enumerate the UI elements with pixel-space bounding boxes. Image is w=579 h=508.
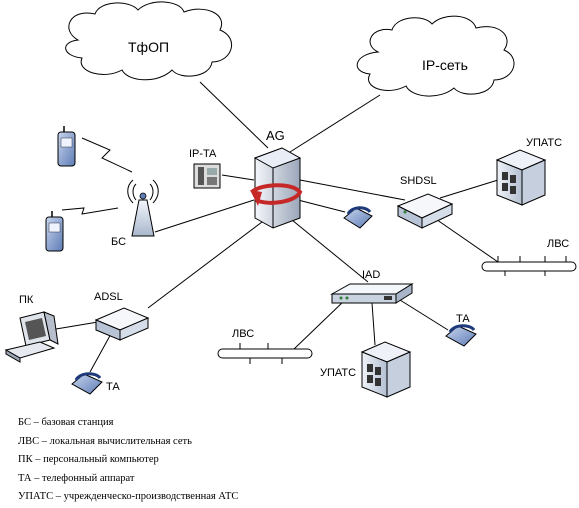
- lvs-left-label: ЛВС: [232, 328, 254, 340]
- legend-item: БС – базовая станция: [18, 414, 558, 433]
- mobile-phone-top: [57, 126, 76, 167]
- legend-abbr: УПАТС: [18, 491, 54, 502]
- cloud-tfop: [65, 1, 232, 81]
- upats-bottom-label: УПАТС: [320, 367, 356, 379]
- iad-label: IAD: [362, 269, 380, 281]
- link-ag-bs: [154, 199, 255, 233]
- ag-gateway: [250, 147, 303, 229]
- cloud-ip-label: IP-сеть: [422, 57, 468, 73]
- link-adsl-ta: [89, 331, 113, 373]
- personal-computer: [4, 311, 59, 363]
- legend-abbr: ЛВС: [18, 435, 40, 447]
- lvs-right-label: ЛВС: [547, 238, 569, 250]
- connections: [49, 81, 499, 373]
- pk-label: ПК: [19, 294, 34, 306]
- legend-text: телефонный аппарат: [41, 472, 135, 484]
- link-ag-iad: [291, 219, 369, 283]
- upats-top-pbx: [495, 149, 547, 206]
- link-ag-phone: [297, 199, 346, 213]
- ag-label: AG: [266, 128, 285, 143]
- ip-phone: [193, 163, 221, 189]
- legend-separator: –: [39, 435, 50, 447]
- legend-text: базовая станция: [41, 417, 114, 428]
- base-station-antenna: [127, 179, 159, 237]
- wireless-link-bottom: [61, 207, 119, 215]
- upats-bottom-pbx: [360, 341, 412, 398]
- legend-separator: –: [31, 472, 42, 484]
- legend-item: ЛВС – локальная вычислительная сеть: [18, 433, 558, 452]
- legend-separator: –: [53, 491, 64, 502]
- link-ag-adsl: [147, 221, 263, 309]
- ip-ta-label: IP-TA: [189, 148, 217, 160]
- link-adsl-pc: [49, 321, 99, 331]
- link-tfop-ag: [199, 81, 269, 149]
- lan-bus-left: [217, 343, 313, 364]
- legend-abbr: ПК: [18, 454, 33, 465]
- ta-right-label: ТА: [456, 313, 470, 325]
- link-ipta-ag: [221, 174, 255, 181]
- link-iad-lvs: [292, 299, 346, 351]
- ta-left-label: ТА: [106, 381, 120, 393]
- link-iad-ta: [399, 299, 449, 331]
- legend-text: учрежденческо-производственная АТС: [63, 491, 239, 502]
- link-shdsl-lvs: [429, 214, 499, 263]
- legend-separator: –: [32, 454, 44, 465]
- desk-phone-center: [343, 206, 373, 229]
- legend-abbr: БС: [18, 417, 31, 428]
- link-ag-shdsl: [299, 179, 406, 201]
- lan-bus-right: [481, 256, 577, 276]
- cloud-ip-network: [356, 15, 515, 97]
- legend-item: УПАТС – учрежденческо-производственная А…: [18, 488, 558, 507]
- bs-label: БС: [111, 236, 126, 248]
- legend: БС – базовая станция ЛВС – локальная выч…: [18, 414, 558, 507]
- upats-top-label: УПАТС: [526, 137, 562, 149]
- legend-separator: –: [30, 417, 42, 428]
- ag-rotation-arrow: [250, 183, 303, 205]
- desk-phone-left: [71, 372, 103, 395]
- mobile-phone-bottom: [45, 211, 64, 252]
- legend-item: ПК – персональный компьютер: [18, 451, 558, 470]
- legend-text: локальная вычислительная сеть: [49, 435, 192, 447]
- adsl-label: ADSL: [94, 291, 123, 303]
- shdsl-label: SHDSL: [400, 175, 437, 187]
- link-ip-ag: [289, 94, 381, 153]
- desk-phone-right: [445, 324, 477, 347]
- link-iad-upats: [371, 302, 376, 346]
- link-shdsl-upats: [439, 179, 499, 199]
- shdsl-modem: [396, 193, 454, 229]
- legend-abbr: ТА: [18, 472, 32, 484]
- legend-item: ТА – телефонный аппарат: [18, 470, 558, 489]
- wireless-link-top: [81, 137, 133, 173]
- legend-text: персональный компьютер: [43, 454, 159, 465]
- iad-device: [330, 283, 414, 304]
- cloud-tfop-label: ТфОП: [128, 39, 169, 55]
- adsl-modem: [94, 307, 150, 341]
